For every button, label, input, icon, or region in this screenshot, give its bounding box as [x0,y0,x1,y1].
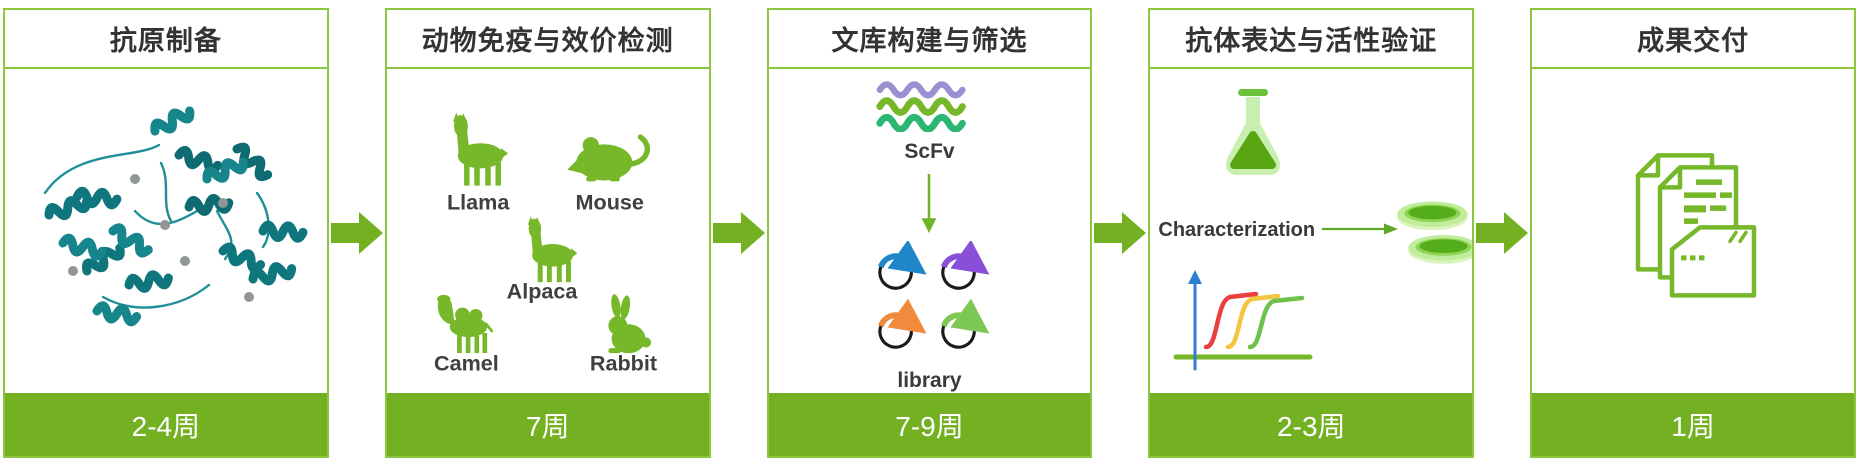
flow-gap [711,8,767,458]
stage-duration-badge: 7-9周 [768,393,1091,456]
stage-panel-deliverables: 成果交付 [1530,8,1856,458]
stage-panel-expression-validation: 抗体表达与活性验证 Characterization [1148,8,1475,458]
sigmoid-curves-chart-icon [1173,270,1313,371]
stage-title: 抗原制备 [5,10,327,69]
flow-gap [1474,8,1530,458]
library-label: library [897,369,962,393]
plasmid-library-icon [878,241,990,349]
stage-body-validation: Characterization [1150,69,1473,393]
plasmid-purple [941,241,990,290]
stage-body-deliverables [1532,69,1854,393]
animal-label-camel: Camel [434,350,499,375]
deliverables-documents-icon [1635,153,1757,298]
animal-silhouettes-icon: Llama Mouse Alpaca Camel Rabbit [434,112,657,375]
ion-spheres [68,174,254,302]
stage-body-antigen [5,69,327,393]
flask-icon [1226,89,1281,175]
stage-panel-antigen-preparation: 抗原制备 [3,8,329,458]
flow-gap [329,8,385,458]
stage-duration-badge: 1周 [1532,393,1854,456]
scfv-label: ScFv [904,140,955,164]
animal-label-llama: Llama [447,189,510,214]
arrow-right-thin-icon [1322,223,1399,235]
flow-gap [1092,8,1148,458]
characterization-label: Characterization [1158,219,1316,241]
plasmid-blue [878,241,928,290]
stage-title: 抗体表达与活性验证 [1150,10,1473,69]
stage-duration-badge: 2-3周 [1150,393,1473,456]
petri-dish-icon [1397,201,1473,264]
stage-title: 动物免疫与效价检测 [386,10,709,69]
stage-duration-badge: 7周 [386,393,709,456]
stage-body-library: ScFv [768,69,1091,393]
stage-panel-library-construction: 文库构建与筛选 ScFv [766,8,1093,458]
scfv-wave-lines-icon [876,81,967,133]
stage-body-animals: Llama Mouse Alpaca Camel Rabbit [386,69,709,393]
arrow-right-icon [1476,212,1529,254]
stage-title: 文库构建与筛选 [768,10,1091,69]
plasmid-orange [878,298,928,349]
arrow-down-icon [922,174,937,234]
animal-label-rabbit: Rabbit [590,350,657,375]
arrow-right-icon [330,212,383,254]
stage-duration-badge: 2-4周 [5,393,327,456]
stage-panel-animal-immunization: 动物免疫与效价检测 [384,8,711,458]
stage-title: 成果交付 [1532,10,1854,69]
plasmid-light-green [941,298,990,349]
arrow-right-icon [712,212,765,254]
animal-label-mouse: Mouse [575,189,643,214]
protein-structure-icon [43,106,308,327]
animal-label-alpaca: Alpaca [506,279,578,304]
arrow-right-icon [1094,212,1147,254]
